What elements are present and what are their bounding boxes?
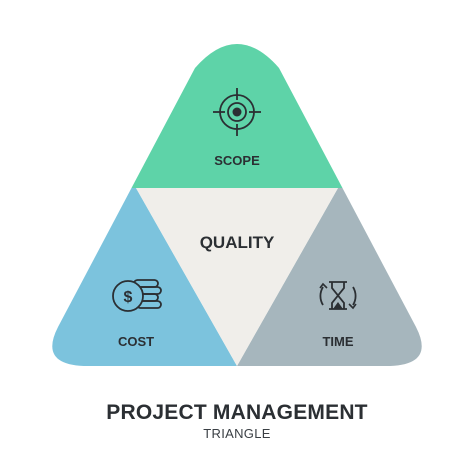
- cost-label: COST: [118, 334, 154, 349]
- diagram-title: PROJECT MANAGEMENT: [106, 401, 368, 424]
- quality-segment: [136, 188, 338, 366]
- dollar-coins-icon: $: [112, 279, 162, 312]
- scope-label: SCOPE: [214, 153, 260, 168]
- project-triangle-diagram: SCOPE QUALITY $ COST TIME: [52, 44, 422, 366]
- hourglass-cycle-icon: [319, 281, 357, 310]
- quality-label: QUALITY: [200, 233, 275, 252]
- svg-text:$: $: [124, 289, 133, 306]
- target-icon: [213, 88, 261, 136]
- diagram-subtitle: TRIANGLE: [203, 426, 271, 441]
- time-label: TIME: [322, 334, 353, 349]
